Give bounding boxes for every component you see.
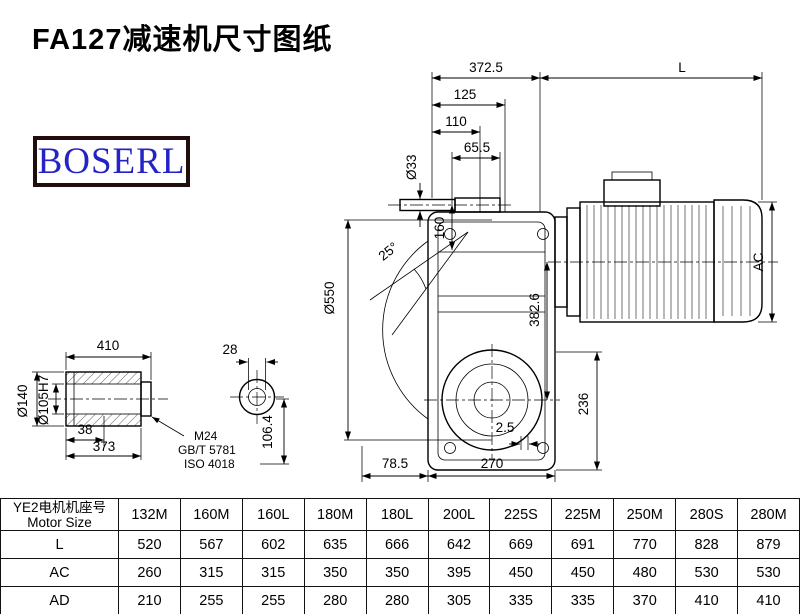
cell-AD-1: 255 [179, 586, 243, 614]
table-row-AD: AD 210 255 255 280 280 305 335 335 370 4… [0, 586, 800, 614]
thread-m24-label: M24 [194, 429, 218, 443]
motor-size-header: YE2电机机座号 Motor Size [0, 498, 119, 531]
output-shaft-detail: 410 Ø140 Ø105H7 38 373 M24 GB/T 5781 ISO… [15, 338, 236, 471]
col-header-280s: 280S [675, 498, 739, 531]
row-label-AC: AC [0, 558, 119, 587]
cell-AD-0: 210 [118, 586, 181, 614]
dim-160-label: 160 [432, 217, 447, 240]
logo-text: BOSERL [37, 141, 186, 182]
motor-size-table: YE2电机机座号 Motor Size 132M 160M 160L 180M … [0, 498, 800, 614]
motor [548, 171, 778, 323]
cell-L-4: 666 [365, 530, 429, 559]
table-row-L: L 520 567 602 635 666 642 669 691 770 82… [0, 530, 800, 559]
dim-236-label: 236 [576, 393, 591, 416]
cell-AC-3: 350 [303, 558, 367, 587]
col-header-180m: 180M [303, 498, 367, 531]
dim-65-5-label: 65.5 [464, 140, 490, 155]
cell-AD-7: 335 [551, 586, 615, 614]
row-label-AD: AD [0, 586, 119, 614]
gearbox-housing [382, 211, 560, 471]
cell-L-5: 642 [427, 530, 491, 559]
cell-L-9: 828 [675, 530, 739, 559]
col-header-132m: 132M [118, 498, 181, 531]
cell-L-10: 879 [737, 530, 800, 559]
col-header-160l: 160L [241, 498, 305, 531]
dim-110-label: 110 [445, 114, 467, 129]
top-dimensions: 372.5 L 125 110 65.5 [431, 60, 763, 212]
dim-78-5-label: 78.5 [382, 456, 408, 471]
cell-AD-9: 410 [675, 586, 739, 614]
table-row-AC: AC 260 315 315 350 350 395 450 450 480 5… [0, 558, 800, 587]
fan-cowl [713, 199, 763, 323]
cell-AC-1: 315 [179, 558, 243, 587]
col-header-180l: 180L [365, 498, 429, 531]
col-header-280m: 280M [737, 498, 800, 531]
cell-L-6: 669 [489, 530, 553, 559]
table-header-row: YE2电机机座号 Motor Size 132M 160M 160L 180M … [0, 498, 800, 531]
cell-L-0: 520 [118, 530, 181, 559]
bottom-dimensions: 2.5 78.5 270 [361, 420, 556, 482]
motor-size-header-en: Motor Size [27, 514, 92, 530]
page-title: FA127减速机尺寸图纸 [32, 24, 333, 56]
cell-AC-0: 260 [118, 558, 181, 587]
standard-iso-label: ISO 4018 [184, 457, 235, 471]
cell-AC-7: 450 [551, 558, 615, 587]
dim-dia33-label: Ø33 [404, 154, 419, 180]
cell-AC-9: 530 [675, 558, 739, 587]
dim-dia140-label: Ø140 [15, 384, 30, 417]
dim-28-label: 28 [222, 342, 237, 357]
dimension-drawing: 25° 372.5 L 125 110 65.5 Ø33 [15, 60, 778, 482]
cell-L-7: 691 [551, 530, 615, 559]
dim-L-label: L [678, 60, 686, 75]
cell-L-8: 770 [613, 530, 677, 559]
standard-gb-label: GB/T 5781 [178, 443, 236, 457]
cell-AC-2: 315 [241, 558, 305, 587]
boserl-logo: BOSERL [33, 136, 190, 187]
cell-AC-5: 395 [427, 558, 491, 587]
dim-AC-label: AC [751, 252, 766, 271]
dim-382-6-label: 382.6 [527, 293, 542, 327]
cell-AD-3: 280 [303, 586, 367, 614]
dim-25deg-label: 25° [376, 239, 401, 263]
motor-size-header-cn: YE2电机机座号 [12, 499, 107, 515]
input-shaft [388, 197, 512, 213]
cell-AD-6: 335 [489, 586, 553, 614]
dim-373-label: 373 [93, 439, 116, 454]
dim-410-label: 410 [97, 338, 120, 353]
dim-dia105h7-label: Ø105H7 [36, 375, 51, 425]
shaft-end-section: 28 106.4 [222, 342, 289, 465]
cell-AC-8: 480 [613, 558, 677, 587]
swing-circle-arc [382, 240, 429, 420]
cell-AC-4: 350 [365, 558, 429, 587]
col-header-250m: 250M [613, 498, 677, 531]
dim-106-4-label: 106.4 [260, 415, 275, 449]
col-header-225m: 225M [551, 498, 615, 531]
cell-AC-10: 530 [737, 558, 800, 587]
cell-AD-5: 305 [427, 586, 491, 614]
row-label-L: L [0, 530, 119, 559]
dim-372-5-label: 372.5 [469, 60, 503, 75]
dim-38-label: 38 [77, 422, 92, 437]
col-header-200l: 200L [427, 498, 491, 531]
cell-AD-8: 370 [613, 586, 677, 614]
cell-L-2: 602 [241, 530, 305, 559]
angle-reference: 25° [369, 231, 469, 336]
dim-125-label: 125 [454, 87, 477, 102]
col-header-160m: 160M [179, 498, 243, 531]
cell-AC-6: 450 [489, 558, 553, 587]
dim-270-label: 270 [481, 456, 504, 471]
dim-2-5-label: 2.5 [496, 420, 515, 435]
dim-dia550-label: Ø550 [322, 281, 337, 314]
cell-L-1: 567 [179, 530, 243, 559]
side-dimensions: Ø33 160 Ø550 382.6 AC 236 [322, 154, 777, 471]
cell-AD-4: 280 [365, 586, 429, 614]
col-header-225s: 225S [489, 498, 553, 531]
cell-AD-2: 255 [241, 586, 305, 614]
cell-L-3: 635 [303, 530, 367, 559]
cell-AD-10: 410 [737, 586, 800, 614]
